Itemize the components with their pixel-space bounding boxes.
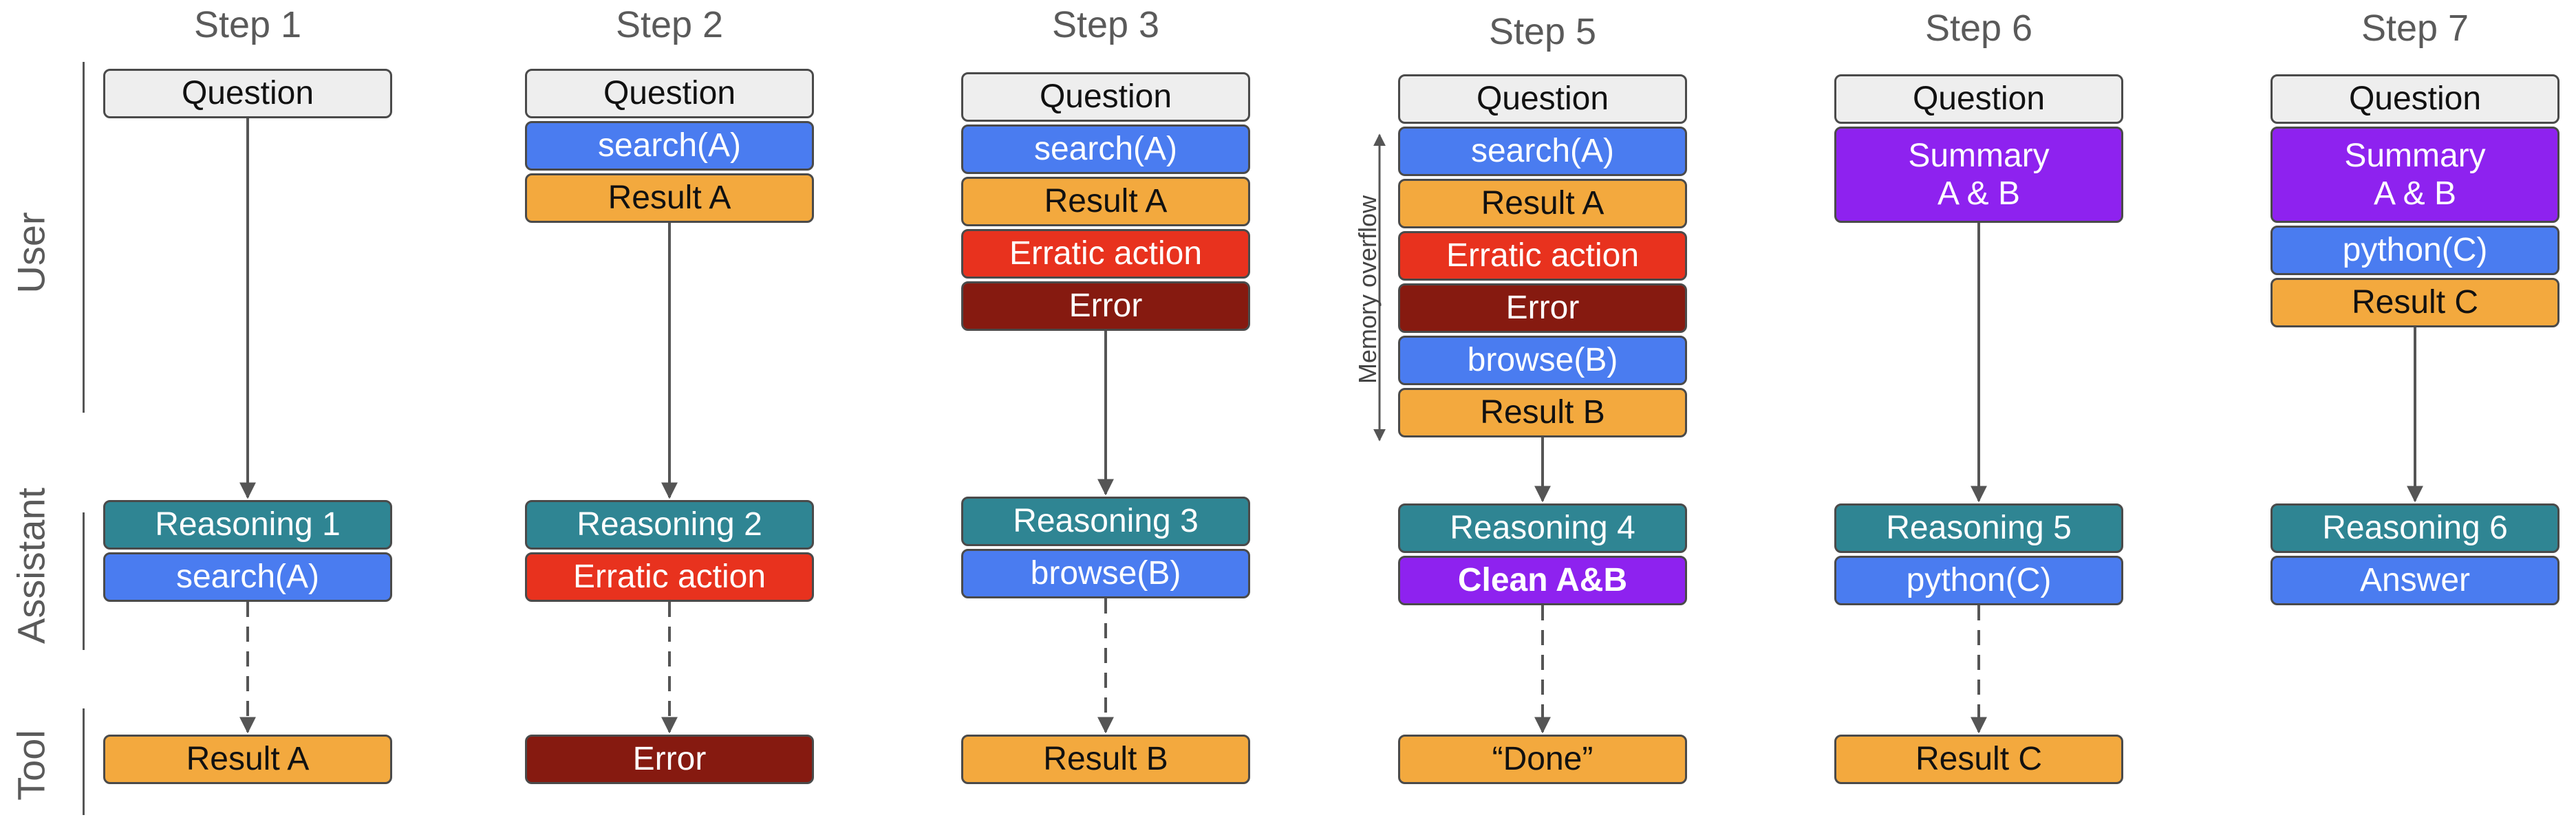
step-title: Step 5 — [1488, 11, 1597, 52]
user-question-box: Question — [2271, 74, 2559, 124]
assistant-row-divider — [83, 512, 85, 650]
user-error-box: Error — [961, 281, 1250, 331]
user-result-box: Result A — [1398, 179, 1687, 228]
assistant-reasoning-box: Reasoning 5 — [1834, 503, 2123, 553]
user-result-box: Result A — [525, 173, 814, 223]
tool-result-box: Result A — [103, 735, 392, 784]
step-title: Step 3 — [1051, 4, 1160, 45]
assistant-browse-box: browse(B) — [961, 549, 1250, 598]
assistant-reasoning-box: Reasoning 4 — [1398, 503, 1687, 553]
user-question-box: Question — [525, 69, 814, 118]
user-summary-box: Summary A & B — [1834, 127, 2123, 223]
assistant-reasoning-box: Reasoning 1 — [103, 500, 392, 550]
user-question-box: Question — [961, 72, 1250, 122]
step-title: Step 7 — [2361, 8, 2469, 49]
user-browse-box: browse(B) — [1398, 336, 1687, 385]
memory-overflow-label: Memory overflow — [1353, 195, 1382, 384]
tool-result-box: Result B — [961, 735, 1250, 784]
user-erratic-box: Erratic action — [1398, 231, 1687, 281]
user-row-divider — [83, 62, 85, 413]
assistant-erratic-box: Erratic action — [525, 552, 814, 602]
assistant-reasoning-box: Reasoning 6 — [2271, 503, 2559, 553]
user-question-box: Question — [103, 69, 392, 118]
assistant-reasoning-box: Reasoning 3 — [961, 497, 1250, 546]
user-result-box: Result C — [2271, 278, 2559, 327]
user-question-box: Question — [1834, 74, 2123, 124]
user-erratic-box: Erratic action — [961, 229, 1250, 279]
user-search-box: search(A) — [961, 124, 1250, 174]
step-title: Step 2 — [615, 4, 724, 45]
user-result-box: Result A — [961, 177, 1250, 226]
user-search-box: search(A) — [1398, 127, 1687, 176]
user-summary-box: Summary A & B — [2271, 127, 2559, 223]
step-title: Step 6 — [1924, 8, 2033, 49]
tool-error-box: Error — [525, 735, 814, 784]
user-question-box: Question — [1398, 74, 1687, 124]
user-python-box: python(C) — [2271, 226, 2559, 275]
assistant-reasoning-box: Reasoning 2 — [525, 500, 814, 550]
tool-row-divider — [83, 708, 85, 815]
assistant-python-box: python(C) — [1834, 556, 2123, 605]
assistant-answer-box: Answer — [2271, 556, 2559, 605]
user-error-box: Error — [1398, 283, 1687, 333]
assistant-clean-box: Clean A&B — [1398, 556, 1687, 605]
user-result-box: Result B — [1398, 388, 1687, 437]
user-search-box: search(A) — [525, 121, 814, 171]
assistant-search-box: search(A) — [103, 552, 392, 602]
step-title: Step 1 — [193, 4, 302, 45]
tool-done-box: “Done” — [1398, 735, 1687, 784]
tool-result-box: Result C — [1834, 735, 2123, 784]
